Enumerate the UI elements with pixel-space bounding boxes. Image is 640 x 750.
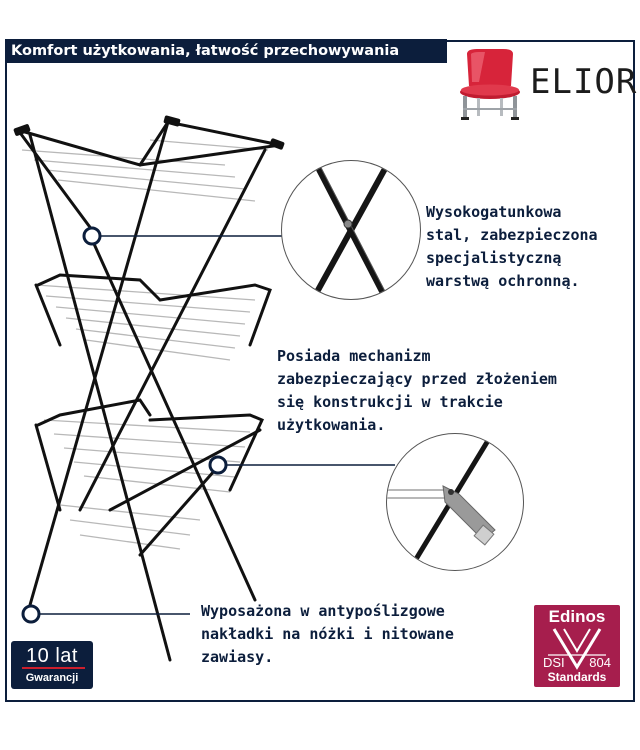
certification-badge: Edinos DSI 804 Standards bbox=[534, 605, 620, 687]
frame-end-caps bbox=[13, 115, 285, 150]
certification-brand: Edinos bbox=[548, 607, 606, 626]
steel-frame bbox=[16, 120, 282, 662]
callout-marker-1 bbox=[82, 226, 102, 246]
callout-marker-2 bbox=[208, 455, 228, 475]
feature-antislip-text: Wyposażona w antypoślizgowe nakładki na … bbox=[201, 602, 454, 666]
certification-standard-prefix: DSI bbox=[543, 655, 565, 670]
banner-title: Komfort użytkowania, łatwość przechowywa… bbox=[5, 39, 447, 63]
warranty-label: Gwarancji bbox=[25, 672, 79, 684]
brand-logo: ELIOR bbox=[455, 48, 636, 120]
certification-standard-number: 804 bbox=[589, 655, 611, 670]
locking-mechanism-closeup-icon bbox=[386, 433, 524, 571]
callout-marker-3 bbox=[21, 604, 41, 624]
feature-lock-mechanism-text: Posiada mechanizm zabezpieczający przed … bbox=[277, 347, 557, 434]
warranty-badge: 10 lat Gwarancji bbox=[11, 641, 93, 689]
shield-check-icon bbox=[548, 628, 606, 670]
certification-label: Standards bbox=[547, 670, 607, 684]
warranty-years: 10 lat bbox=[11, 641, 93, 671]
brand-name: ELIOR bbox=[530, 62, 638, 102]
drying-rack-illustration bbox=[13, 115, 395, 662]
steel-hinge-closeup-icon bbox=[281, 160, 421, 300]
feature-steel-text: Wysokogatunkowa stal, zabezpieczona spec… bbox=[426, 203, 598, 290]
red-chair-icon bbox=[460, 49, 520, 120]
